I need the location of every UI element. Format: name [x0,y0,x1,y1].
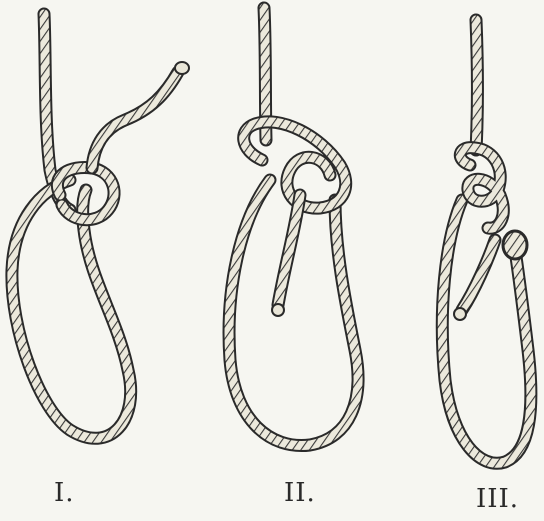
figure-1-rope [12,14,189,438]
figure-2-rope [229,8,358,446]
figure-1-label: I. [54,478,75,508]
figure-3-rope-end [454,308,466,320]
figure-2-rope-end [272,304,284,316]
figure-3-rope [442,20,531,463]
figure-3-label: III. [476,484,519,514]
figure-3-bight [503,231,527,259]
figure-2-label: II. [284,478,316,508]
figure-1-rope-end [175,62,189,74]
